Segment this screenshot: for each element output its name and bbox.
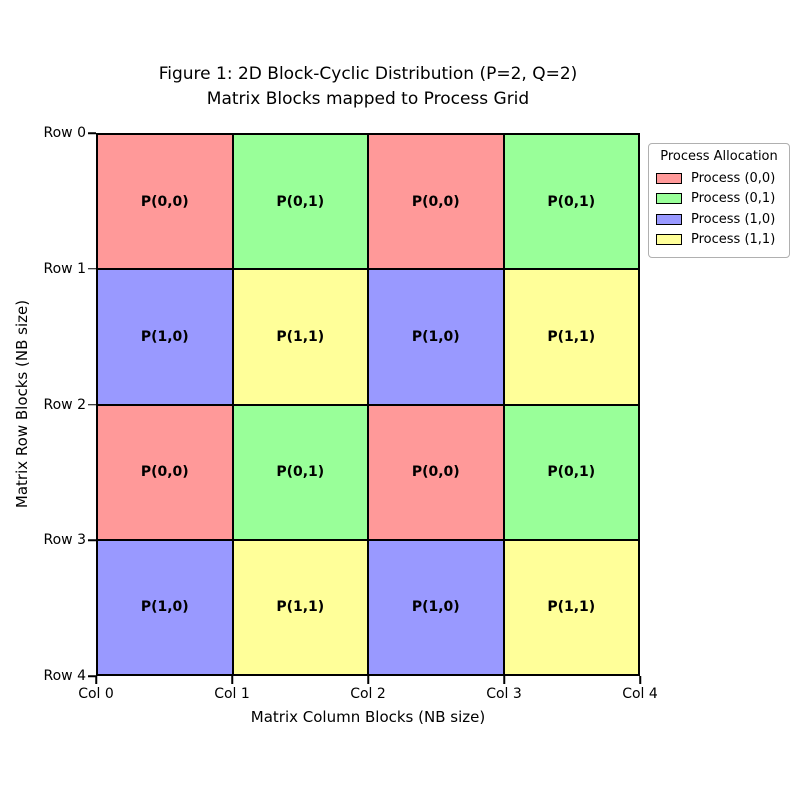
y-tick-mark bbox=[88, 268, 96, 270]
legend-swatch-icon bbox=[656, 172, 682, 184]
block-r3-c1: P(1,1) bbox=[232, 539, 368, 675]
x-tick-mark bbox=[503, 676, 505, 684]
block-r2-c2: P(0,0) bbox=[368, 404, 504, 540]
block-label: P(0,1) bbox=[276, 193, 325, 210]
x-tick-mark bbox=[367, 676, 369, 684]
block-r1-c0: P(1,0) bbox=[97, 269, 233, 405]
x-tick-label: Col 3 bbox=[486, 686, 522, 702]
block-r0-c0: P(0,0) bbox=[97, 134, 233, 270]
x-tick-mark bbox=[639, 676, 641, 684]
legend-entry-0: Process (0,0) bbox=[656, 168, 782, 189]
legend-swatch-icon bbox=[656, 234, 682, 246]
legend-entry-2: Process (1,0) bbox=[656, 209, 782, 230]
block-label: P(0,0) bbox=[411, 464, 460, 481]
chart-title-line2: Matrix Blocks mapped to Process Grid bbox=[206, 89, 530, 109]
legend-entry-label: Process (0,0) bbox=[691, 170, 776, 186]
block-label: P(0,0) bbox=[411, 193, 460, 210]
block-label: P(1,1) bbox=[547, 328, 596, 345]
block-r3-c2: P(1,0) bbox=[368, 539, 504, 675]
x-tick-label: Col 0 bbox=[78, 686, 114, 702]
block-r3-c0: P(1,0) bbox=[97, 539, 233, 675]
y-tick-mark bbox=[88, 403, 96, 406]
y-tick-mark bbox=[88, 132, 96, 134]
block-r1-c1: P(1,1) bbox=[232, 269, 368, 405]
block-label: P(0,1) bbox=[276, 464, 325, 481]
block-r1-c3: P(1,1) bbox=[503, 269, 639, 405]
y-tick-mark bbox=[88, 675, 96, 677]
block-label: P(1,1) bbox=[276, 599, 325, 616]
block-label: P(1,0) bbox=[411, 328, 460, 345]
y-tick-label: Row 0 bbox=[43, 125, 86, 141]
block-r2-c0: P(0,0) bbox=[97, 404, 233, 540]
plot-area: P(0,0) P(0,1) P(0,0) P(0,1) P(1,0) P(1,1) P(1,… bbox=[96, 133, 640, 676]
block-r1-c2: P(1,0) bbox=[368, 269, 504, 405]
block-label: P(1,0) bbox=[140, 599, 189, 616]
legend: Process Allocation Process (0,0)Process … bbox=[648, 143, 790, 258]
legend-entries: Process (0,0) Process (0,1) Process (1,0) P… bbox=[656, 168, 782, 250]
legend-swatch-icon bbox=[656, 213, 682, 225]
block-r0-c1: P(0,1) bbox=[232, 134, 368, 270]
legend-entry-label: Process (0,1) bbox=[691, 191, 776, 207]
legend-title: Process Allocation bbox=[660, 149, 778, 164]
y-tick-label: Row 2 bbox=[43, 396, 86, 413]
block-label: P(1,0) bbox=[411, 599, 460, 616]
y-tick-label: Row 1 bbox=[43, 260, 86, 277]
x-tick-mark bbox=[95, 676, 97, 684]
block-label: P(0,1) bbox=[547, 193, 596, 210]
x-tick-mark bbox=[231, 676, 233, 684]
block-label: P(0,0) bbox=[140, 193, 189, 210]
x-tick-label: Col 2 bbox=[350, 686, 386, 702]
chart-title-line1: Figure 1: 2D Block-Cyclic Distribution (… bbox=[158, 64, 578, 84]
legend-entry-3: Process (1,1) bbox=[656, 230, 782, 251]
legend-swatch-icon bbox=[656, 193, 682, 205]
legend-entry-1: Process (0,1) bbox=[656, 189, 782, 210]
x-axis-label: Matrix Column Blocks (NB size) bbox=[250, 708, 486, 726]
block-r0-c3: P(0,1) bbox=[503, 134, 639, 270]
y-tick-label: Row 3 bbox=[43, 532, 86, 549]
block-r0-c2: P(0,0) bbox=[368, 134, 504, 270]
block-label: P(0,1) bbox=[547, 464, 596, 481]
block-r2-c3: P(0,1) bbox=[503, 404, 639, 540]
block-label: P(1,1) bbox=[547, 599, 596, 616]
y-tick-label: Row 4 bbox=[43, 668, 86, 684]
block-label: P(1,0) bbox=[140, 328, 189, 345]
block-label: P(1,1) bbox=[276, 328, 325, 345]
x-tick-label: Col 4 bbox=[622, 686, 658, 702]
legend-entry-label: Process (1,1) bbox=[691, 232, 776, 248]
legend-entry-label: Process (1,0) bbox=[691, 211, 776, 227]
block-label: P(0,0) bbox=[140, 464, 189, 481]
chart-title: Figure 1: 2D Block-Cyclic Distribution (… bbox=[96, 62, 640, 112]
block-r3-c3: P(1,1) bbox=[503, 539, 639, 675]
block-r2-c1: P(0,1) bbox=[232, 404, 368, 540]
x-tick-label: Col 1 bbox=[214, 686, 250, 702]
y-tick-mark bbox=[88, 539, 96, 541]
